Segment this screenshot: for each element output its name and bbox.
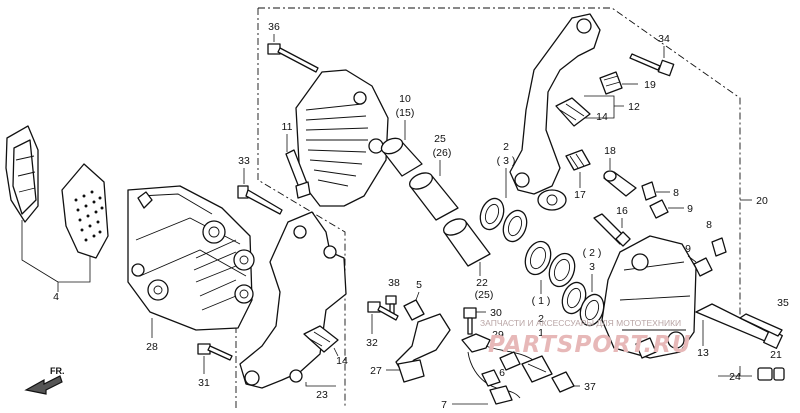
callout-38: 38 <box>388 277 400 289</box>
caliper-bracket-top <box>295 69 389 207</box>
bolt-13 <box>695 303 783 349</box>
callout-2c: 2 <box>538 313 544 325</box>
pad-pin-11 <box>285 149 311 199</box>
bolt-34 <box>629 53 675 77</box>
callout-37: 37 <box>584 381 596 393</box>
bolt-31 <box>197 343 233 361</box>
callout-15: (15) <box>396 107 415 119</box>
callout-25: 25 <box>434 133 446 145</box>
callout-11: 11 <box>282 121 293 133</box>
pad-spring-right <box>555 97 591 127</box>
caliper-bracket-right <box>509 13 601 211</box>
callout-14a: 14 <box>596 111 608 123</box>
seal-ring-lower-b <box>579 293 605 327</box>
callout-18: 18 <box>604 145 616 157</box>
caliper-body-right <box>601 235 697 359</box>
callout-7: 7 <box>441 399 447 411</box>
callout-12: 12 <box>628 101 640 113</box>
lead-24 <box>718 366 752 377</box>
seal-ring-upper-b <box>502 209 528 243</box>
callout-3b: 3 <box>589 261 595 273</box>
callout-14b: 14 <box>336 355 348 367</box>
callout-21: 21 <box>770 349 782 361</box>
callout-19: 19 <box>644 79 656 91</box>
callout-9b: 9 <box>685 243 691 255</box>
callout-4: 4 <box>53 291 59 303</box>
callout-30: 30 <box>490 307 502 319</box>
callout-20: 20 <box>756 195 768 207</box>
sleeve-22 <box>443 218 491 267</box>
sleeve-10 <box>380 137 423 177</box>
callout-35: 35 <box>777 297 789 309</box>
bolt-30 <box>463 307 477 335</box>
callout-31: 31 <box>198 377 210 389</box>
callout-23: 23 <box>316 389 328 401</box>
lead-12 <box>584 95 624 119</box>
sleeve-25 <box>409 172 459 221</box>
pad-leader <box>21 220 91 292</box>
bolt-35 <box>739 313 783 337</box>
callout-3a: ( 3 ) <box>497 155 516 167</box>
boot-19 <box>599 71 623 95</box>
callout-13: 13 <box>697 347 709 359</box>
front-arrow-label: FR. <box>50 366 65 376</box>
bolt-33 <box>237 185 283 215</box>
lead-14b <box>333 347 339 357</box>
callout-2a: 2 <box>503 141 509 153</box>
bleeder-8a <box>641 181 657 201</box>
brake-pad-front <box>61 163 109 259</box>
callout-28: 28 <box>146 341 158 353</box>
callout-24: 24 <box>729 371 741 383</box>
callout-2b: ( 2 ) <box>583 247 602 259</box>
callout-9a: 9 <box>687 203 693 215</box>
caliper-body-left <box>127 185 255 331</box>
callout-27: 27 <box>370 365 382 377</box>
watermark-caption: ЗАПЧАСТИ И АКСЕССУАРЫ ДЛЯ МОТОТЕХНИКИ <box>480 318 681 328</box>
cap-9b <box>693 257 713 277</box>
bracket-stay <box>395 313 451 383</box>
watermark-logo: PARTSPORT.RU <box>488 332 691 358</box>
front-direction-arrow: FR. <box>24 366 65 395</box>
sensor-wire <box>467 345 553 405</box>
watermark: ЗАПЧАСТИ И АКСЕССУАРЫ ДЛЯ МОТОТЕХНИКИ PA… <box>480 318 691 358</box>
callout-25b: (25) <box>475 289 494 301</box>
callout-10: 10 <box>399 93 411 105</box>
pad-spring-left <box>303 325 339 353</box>
callout-17: 17 <box>574 189 586 201</box>
pin-16 <box>593 213 631 247</box>
callout-26: (26) <box>433 147 452 159</box>
lead-9b <box>687 255 697 263</box>
bleeder-17 <box>565 149 591 171</box>
bolt-36 <box>267 43 319 73</box>
piston-lower-a <box>524 240 552 276</box>
callout-32: 32 <box>366 337 378 349</box>
lead-23 <box>305 382 336 387</box>
piston-lower-b <box>548 252 576 288</box>
brake-pad-rear <box>5 125 39 223</box>
lead-5 <box>415 291 420 301</box>
callout-6: 6 <box>499 367 505 379</box>
cap-9a <box>649 199 669 219</box>
callout-22: 22 <box>476 277 488 289</box>
connector-37 <box>551 371 575 393</box>
callout-16: 16 <box>616 205 628 217</box>
callout-5: 5 <box>416 279 422 291</box>
callout-33: 33 <box>238 155 250 167</box>
bolt-32 <box>367 301 399 321</box>
clamp-5 <box>403 299 425 321</box>
nut-21 <box>757 367 785 381</box>
callout-36: 36 <box>268 21 280 33</box>
callout-29: 29 <box>492 329 504 341</box>
callout-1b: 1 <box>538 327 544 339</box>
bleeder-8b <box>711 237 727 257</box>
callout-34: 34 <box>658 33 670 45</box>
hose-clamp-29 <box>461 333 491 353</box>
pin-18 <box>603 170 637 197</box>
caliper-bracket-left <box>239 211 347 389</box>
seal-ring-upper-a <box>479 197 505 231</box>
callout-1a: ( 1 ) <box>532 295 551 307</box>
callout-8a: 8 <box>673 187 679 199</box>
callout-8b: 8 <box>706 219 712 231</box>
